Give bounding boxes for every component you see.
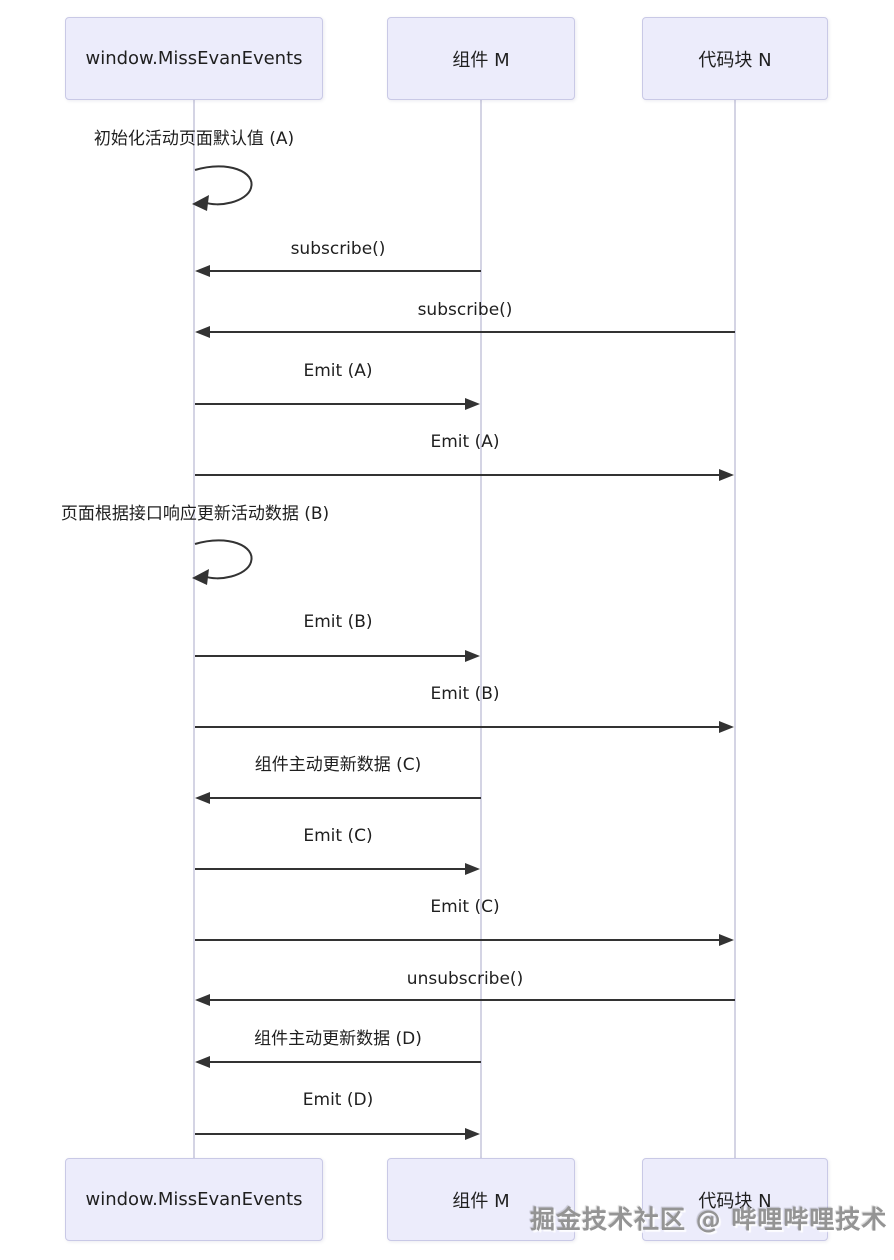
arrowhead-right-icon — [719, 721, 734, 733]
arrow-line — [208, 1061, 481, 1063]
actor-label-codeblock-n: 代码块 N — [698, 1190, 772, 1212]
actor-box-codeblock-n-top: 代码块 N — [642, 17, 828, 100]
arrow-line — [195, 868, 467, 870]
arrowhead-left-icon — [195, 1056, 210, 1068]
lifeline-component-m — [480, 100, 482, 1158]
message-label: Emit (C) — [303, 826, 373, 846]
arrow-line — [208, 331, 735, 333]
self-loop-arrow-icon — [192, 539, 253, 585]
arrow-line — [195, 474, 721, 476]
lifeline-codeblock-n — [734, 100, 736, 1158]
message-label: Emit (C) — [430, 897, 500, 917]
message-label: subscribe() — [417, 300, 513, 320]
arrow-line — [195, 403, 467, 405]
message-label: Emit (A) — [430, 432, 500, 452]
message-label: 组件主动更新数据 (C) — [254, 755, 422, 775]
arrowhead-right-icon — [719, 469, 734, 481]
message-label: Emit (A) — [303, 361, 373, 381]
arrowhead-left-icon — [195, 265, 210, 277]
arrowhead-left-icon — [195, 326, 210, 338]
message-label: Emit (B) — [303, 612, 373, 632]
message-label: 初始化活动页面默认值 (A) — [93, 129, 295, 149]
message-label: 组件主动更新数据 (D) — [254, 1029, 422, 1049]
actor-box-window-bottom: window.MissEvanEvents — [65, 1158, 323, 1241]
actor-label-component-m: 组件 M — [452, 1190, 510, 1212]
self-loop-arrow-icon — [192, 165, 253, 211]
arrowhead-left-icon — [195, 792, 210, 804]
arrowhead-right-icon — [465, 398, 480, 410]
actor-box-component-m-bottom: 组件 M — [387, 1158, 575, 1241]
arrowhead-right-icon — [719, 934, 734, 946]
message-label: unsubscribe() — [406, 969, 524, 989]
arrow-line — [208, 797, 481, 799]
message-label: Emit (B) — [430, 684, 500, 704]
actor-label-codeblock-n: 代码块 N — [698, 49, 772, 71]
arrowhead-right-icon — [465, 1128, 480, 1140]
actor-label-window: window.MissEvanEvents — [85, 48, 303, 69]
arrowhead-left-icon — [195, 994, 210, 1006]
arrow-line — [195, 655, 467, 657]
arrow-line — [208, 270, 481, 272]
actor-box-component-m-top: 组件 M — [387, 17, 575, 100]
actor-label-component-m: 组件 M — [452, 49, 510, 71]
watermark: 掘金技术社区 @ 哔哩哔哩技术 — [530, 1205, 888, 1234]
lifeline-window — [193, 100, 195, 1158]
message-label: subscribe() — [290, 239, 386, 259]
arrowhead-right-icon — [465, 650, 480, 662]
arrow-line — [208, 999, 735, 1001]
message-label: Emit (D) — [302, 1090, 374, 1110]
arrow-line — [195, 939, 721, 941]
message-label: 页面根据接口响应更新活动数据 (B) — [60, 504, 330, 524]
arrowhead-right-icon — [465, 863, 480, 875]
actor-box-codeblock-n-bottom: 代码块 N — [642, 1158, 828, 1241]
actor-box-window-top: window.MissEvanEvents — [65, 17, 323, 100]
actor-label-window: window.MissEvanEvents — [85, 1189, 303, 1210]
arrow-line — [195, 726, 721, 728]
arrow-line — [195, 1133, 467, 1135]
